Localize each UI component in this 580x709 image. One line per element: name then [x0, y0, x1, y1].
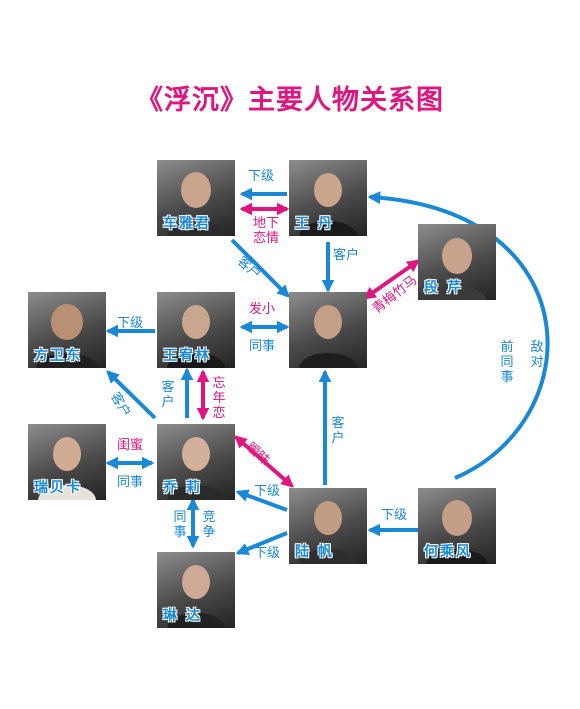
label-xiaji-hecf-lufan: 下级: [381, 508, 408, 523]
label-jingzheng: 竞争: [202, 510, 216, 540]
portrait-icon: [38, 437, 96, 500]
page-title: 《浮沉》主要人物关系图: [136, 85, 444, 116]
name-qiao-li: 乔 莉: [163, 480, 202, 496]
arrow-qiaoli-lufan: [234, 435, 294, 488]
photo-wang-youlin: 王宥林: [157, 292, 235, 368]
photo-wang-dan: 王 丹: [289, 160, 367, 236]
label-tongshi-yaobeika-qiaoli: 同事: [117, 475, 144, 490]
label-faxiao: 发小: [249, 302, 276, 317]
portrait-icon: [167, 305, 225, 368]
label-xiaji-lufan-qiaoli: 下级: [254, 484, 281, 499]
photo-che-yajun: 车雅君: [157, 160, 235, 236]
portrait-icon: [299, 173, 357, 236]
portrait-icon: [299, 501, 357, 564]
arrow-former-colleague-arc: [367, 191, 550, 480]
name-che-yajun: 车雅君: [163, 216, 211, 232]
photo-yu-zhide: [289, 292, 367, 368]
label-xiaji-wangyoulin-fangweidong: 下级: [117, 316, 144, 331]
portrait-icon: [428, 238, 486, 300]
arrow-cheyajun-yuzhide: [230, 238, 290, 298]
arrow-yuzhide-duanqin: [362, 259, 421, 300]
name-lu-fan: 陆 帆: [295, 544, 334, 560]
label-kehu-qiaoli-wangyoulin: 客户: [161, 380, 175, 410]
photo-lin-da: 琳 达: [157, 552, 235, 628]
label-kehu-wangdan-yuzhide: 客户: [333, 248, 360, 263]
name-he-chengyuan: 何乘风: [424, 544, 472, 560]
name-wang-youlin: 王宥林: [163, 348, 211, 364]
label-tongshi-qiaoli-linda: 同事: [173, 510, 187, 540]
label-kehu-lufan-yuzhide: 客户: [331, 416, 345, 446]
photo-yao-beika: 瑞贝卡: [28, 424, 106, 500]
name-fang-weidong: 方卫东: [34, 348, 82, 364]
portrait-icon: [426, 500, 488, 564]
arrow-lufan-linda: [235, 531, 288, 556]
label-guimi: 闺蜜: [117, 438, 144, 453]
portrait-icon: [167, 437, 225, 500]
portrait-icon: [167, 172, 225, 236]
label-xiaji-wangdan-cheyajun: 下级: [248, 169, 275, 184]
photo-duan-qin: 段 芹: [418, 224, 496, 300]
label-didui: 敌对: [530, 340, 544, 370]
label-qian-tongshi: 前同事: [500, 340, 514, 385]
portrait-icon: [167, 565, 225, 628]
label-wangnianlian: 忘年恋: [212, 376, 226, 421]
photo-he-chengyuan: 何乘风: [418, 488, 496, 564]
name-yao-beika: 瑞贝卡: [34, 480, 82, 496]
photo-lu-fan: 陆 帆: [289, 488, 367, 564]
name-duan-qin: 段 芹: [424, 280, 463, 296]
label-dixia-lianqing: 地下恋情: [252, 216, 279, 246]
name-wang-dan: 王 丹: [295, 216, 334, 232]
label-xiaji-lufan-linda: 下级: [254, 546, 281, 561]
portrait-icon: [299, 305, 357, 368]
arrow-lufan-qiaoli: [235, 489, 288, 512]
photo-fang-weidong: 方卫东: [28, 292, 106, 368]
photo-qiao-li: 乔 莉: [157, 424, 235, 500]
label-tongshi-wangyoulin-yuzhide: 同事: [249, 339, 276, 354]
portrait-icon: [36, 304, 98, 368]
name-lin-da: 琳 达: [163, 608, 202, 624]
arrow-qiaoli-fangweidong: [106, 370, 157, 420]
